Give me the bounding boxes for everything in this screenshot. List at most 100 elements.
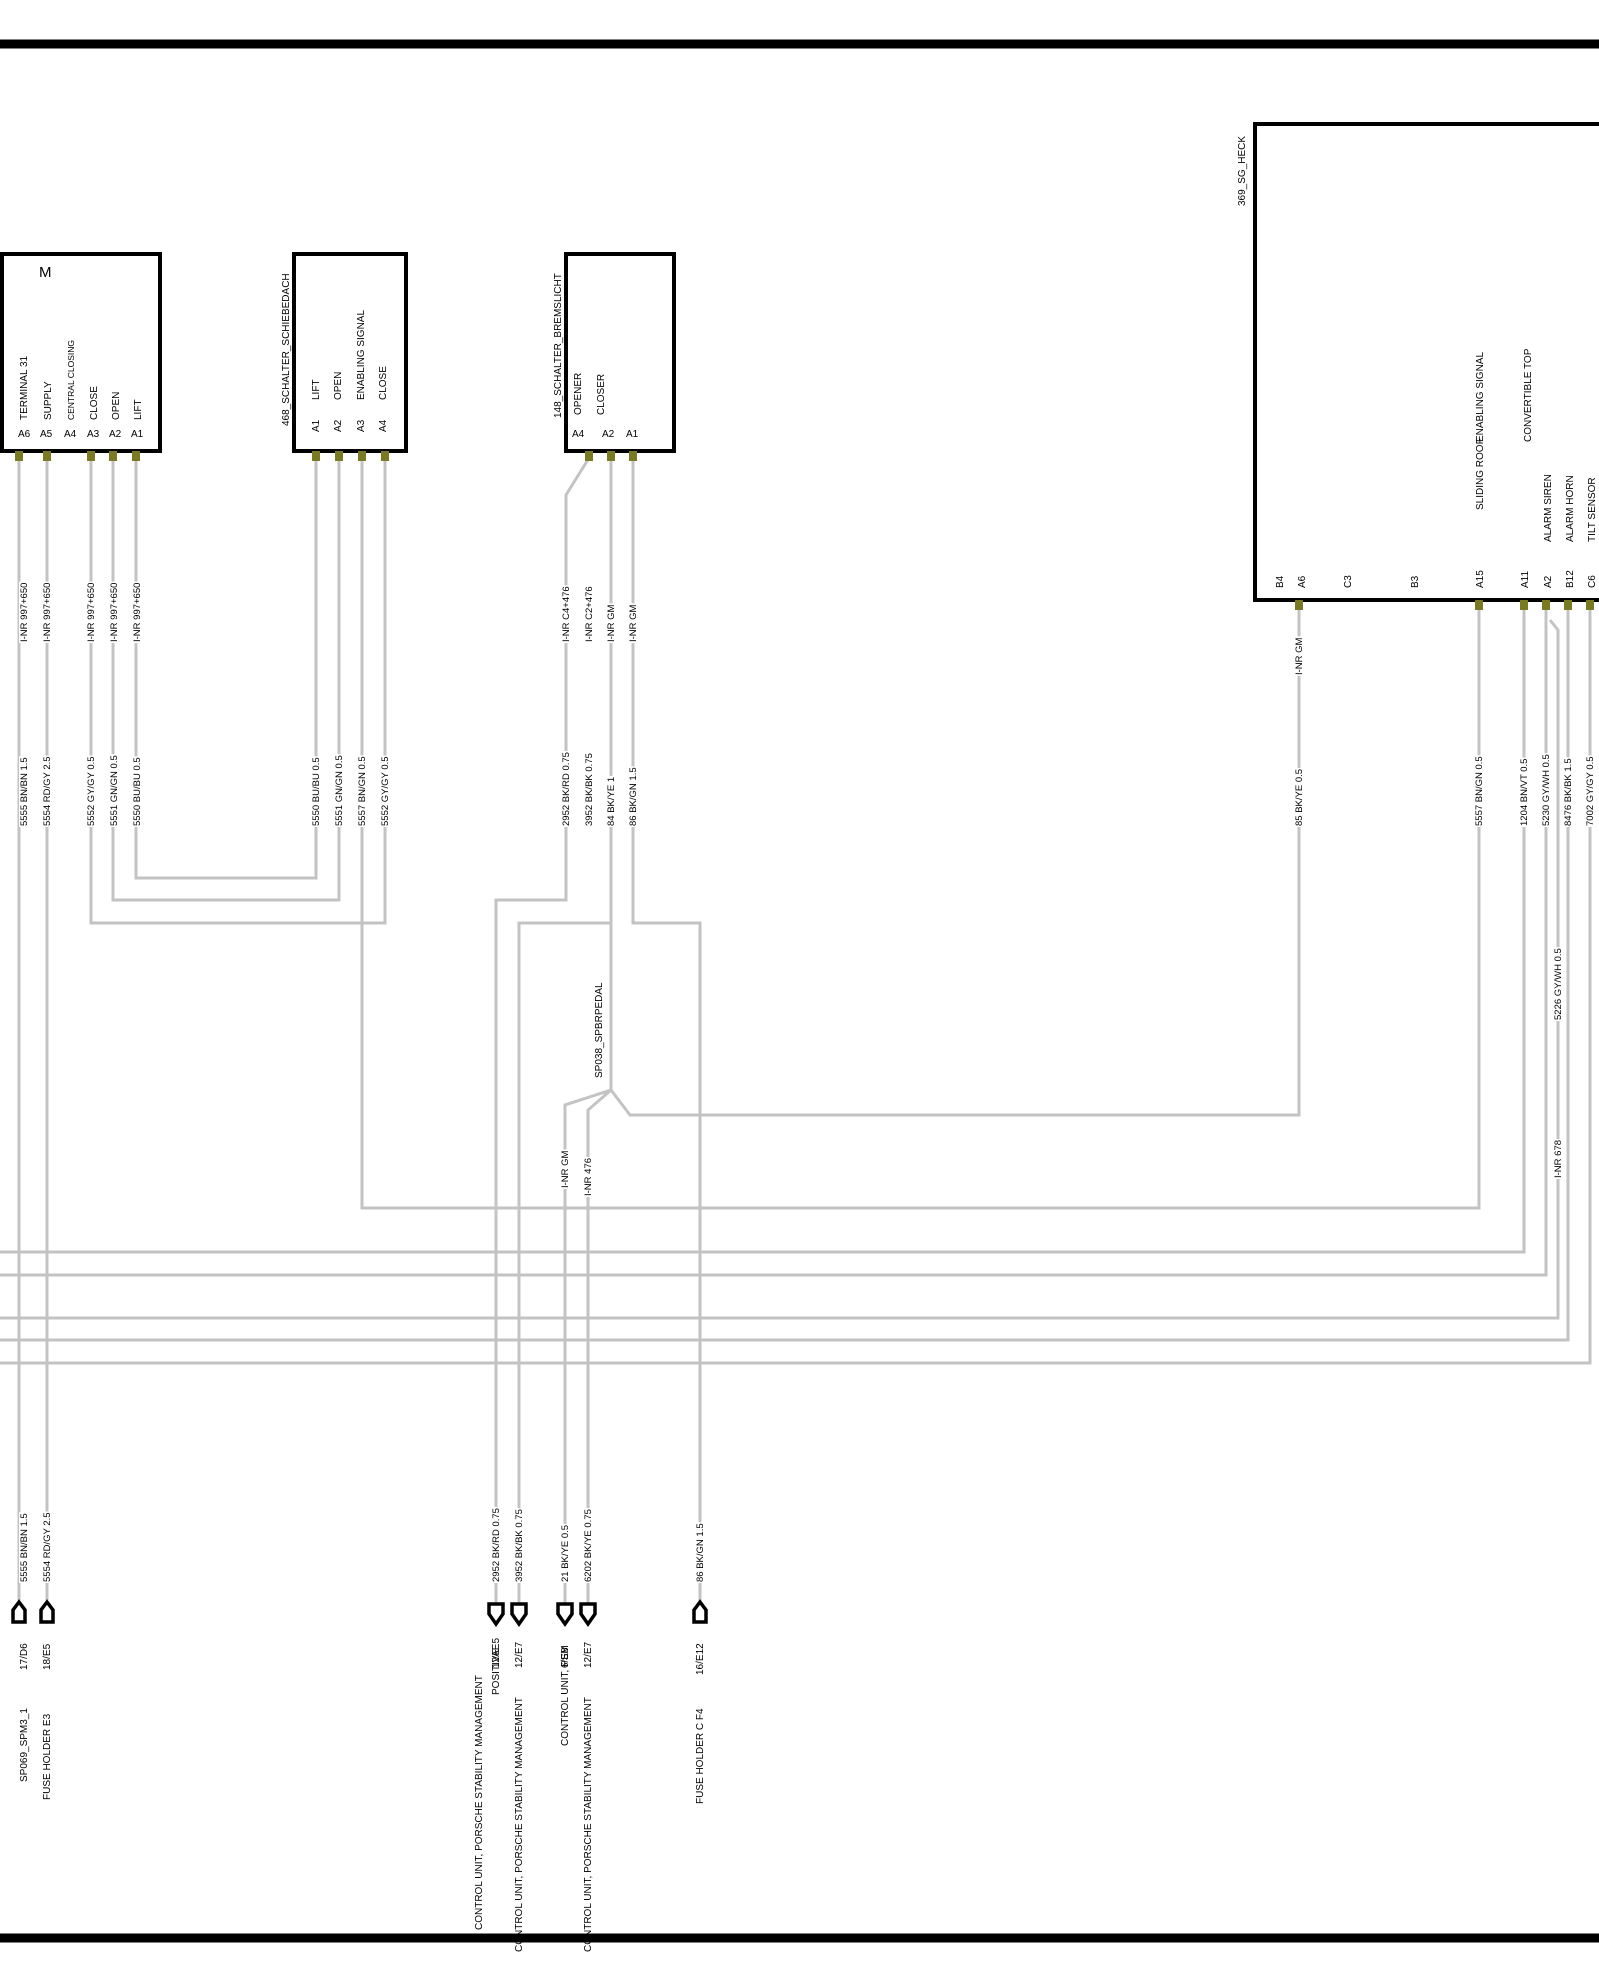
connector-desc: SP069_SPM3_1 [19,1708,30,1782]
motor-symbol: M [39,264,52,281]
motor-label-close: CLOSE [89,386,100,420]
wire-label: 21 BK/YE 0.5 [560,1525,571,1582]
wire-label: 3952 BK/BK 0.75 [514,1509,525,1582]
cu-label-alarm-horn: ALARM HORN [1565,475,1576,542]
cu-pin-b4: B4 [1275,575,1286,588]
switch-pin-a3: A3 [356,419,367,432]
wire-label: 5226 GY/WH 0.5 [1553,948,1564,1020]
cu-pin-a15: A15 [1475,570,1486,588]
switch-label-close: CLOSE [378,366,389,400]
motor-label-supply: SUPPLY [43,381,54,420]
wire-label: I-NR GM [1294,637,1305,675]
wire-label: 5554 RD/GY 2.5 [42,1512,53,1582]
wire-label: I-NR 997+650 [132,583,143,642]
wire-label: 5552 GY/GY 0.5 [86,756,97,826]
connector-up-icon [11,1599,27,1624]
switch-label-open: OPEN [333,372,344,400]
wire-label: 5555 BN/BN 1.5 [19,1513,30,1582]
wire-labels-mid: 5226 GY/WH 0.5 I-NR GM I-NR 476 I-NR 678 [560,947,1564,1197]
switch-sliding-roof: 468_SCHALTER_SCHIEBEDACH LIFT OPEN ENABL… [281,252,408,461]
cu-pin-c6: C6 [1587,575,1598,588]
cu-pin-a11: A11 [1520,571,1531,588]
motor-pin-a4: A4 [64,429,77,440]
wire-label: 6202 BK/YE 0.75 [583,1509,594,1582]
connector-down-icon [579,1602,597,1628]
motor-label-central-closing: CENTRAL CLOSING [66,340,76,420]
wire-label: I-NR GM [606,604,617,642]
control-unit-title: 369_SG_HECK [1237,136,1248,206]
brake-label-opener: OPENER [573,373,584,415]
wire-labels-top-inr: I-NR 997+650 I-NR 997+650 I-NR 997+650 I… [19,581,1305,676]
wire-label: I-NR GM [628,604,639,642]
motor-pin-a6: A6 [18,429,31,440]
cu-label-enabling-signal: ENABLING SIGNAL [1475,352,1486,442]
brake-light-switch: 148_SCHALTER_BREMSLICHT OPENER CLOSER A4… [553,252,676,461]
connector-desc: FUSE HOLDER E3 [42,1713,53,1800]
cu-label-alarm-siren: ALARM SIREN [1543,474,1554,542]
connector-desc: FUSE HOLDER C F4 [695,1708,706,1804]
wire-label: I-NR C2+476 [584,586,595,642]
switch-pin-a1: A1 [311,419,322,432]
motor-pin-a5: A5 [40,429,53,440]
wire-label: 5557 BN/GN 0.5 [357,756,368,826]
wire-label: 86 BK/GN 1.5 [695,1523,706,1582]
connector-ref: 6/E8 [560,1647,571,1668]
wire-label: 5551 GN/GN 0.5 [109,755,120,826]
wire-label: 5550 BU/BU 0.5 [132,757,143,826]
connector-desc: CONTROL UNIT, PSM [560,1645,571,1746]
wire-label: I-NR GM [560,1150,571,1188]
cu-pin-a2: A2 [1543,575,1554,588]
wire-label: 5230 GY/WH 0.5 [1541,754,1552,826]
connector-down-icon [556,1602,574,1628]
cu-label-tilt-sensor: TILT SENSOR [1587,477,1598,542]
wire-label: 5551 GN/GN 0.5 [334,755,345,826]
cu-pin-b12: B12 [1565,570,1576,588]
wire-label: 2952 BK/RD 0.75 [561,752,572,826]
wire-label: I-NR 997+650 [19,583,30,642]
wire-label: I-NR 476 [583,1158,594,1196]
connector-symbols [11,1599,708,1628]
switch-pin-a2: A2 [333,419,344,432]
brake-pin-a1: A1 [626,429,639,440]
connector-desc: CONTROL UNIT, PORSCHE STABILITY MANAGEME… [583,1697,594,1952]
wire-label: I-NR 678 [1553,1140,1564,1178]
wire-label: 84 BK/YE 1 [606,777,617,826]
connector-descriptions: SP069_SPM3_1 FUSE HOLDER E3 CONTROL UNIT… [19,1645,706,1952]
cu-label-convertible-top: CONVERTIBLE TOP [1523,348,1534,442]
connector-ref: 12AE5 [491,1638,502,1668]
wire-label: 3952 BK/BK 0.75 [584,753,595,826]
brake-label-closer: CLOSER [596,374,607,415]
wire-label: 1204 BN/VT 0.5 [1519,759,1530,826]
connector-desc: POSITIVE [491,1649,502,1695]
wire-label: 7002 GY/GY 0.5 [1585,756,1596,826]
wire-label: I-NR 997+650 [86,583,97,642]
motor-label-open: OPEN [111,392,122,420]
wire-label: I-NR C4+476 [561,586,572,642]
motor-label-terminal31: TERMINAL 31 [19,355,30,420]
connector-desc: CONTROL UNIT, PORSCHE STABILITY MANAGEME… [474,1675,485,1930]
brake-switch-title: 148_SCHALTER_BREMSLICHT [553,273,564,418]
wire-label: 85 BK/YE 0.5 [1294,769,1305,826]
wire-label: 5554 RD/GY 2.5 [42,756,53,826]
connector-desc: CONTROL UNIT, PORSCHE STABILITY MANAGEME… [514,1697,525,1952]
cu-label-sliding-roof: SLIDING ROOF [1475,438,1486,510]
motor-pin-a2: A2 [109,429,122,440]
wires [0,457,1592,1613]
switch-pin-a4: A4 [378,419,389,432]
cu-pin-b3: B3 [1410,575,1421,588]
connector-up-icon [39,1599,55,1624]
motor-component: M TERMINAL 31 SUPPLY CENTRAL CLOSING CLO… [0,252,162,461]
switch-label-lift: LIFT [311,379,322,400]
motor-pin-a1: A1 [131,429,144,440]
wire-label: 5557 BN/GN 0.5 [1474,756,1485,826]
connector-ref: 12/E7 [583,1641,594,1668]
connector-down-icon [487,1602,505,1628]
motor-label-lift: LIFT [133,399,144,420]
wire-label: 5555 BN/BN 1.5 [19,757,30,826]
connector-down-icon [510,1602,528,1628]
wire-label: 86 BK/GN 1.5 [628,767,639,826]
cu-pin-a6: A6 [1297,575,1308,588]
connector-refs: 17/D6 18/E5 12AE5 12/E7 6/E8 12/E7 16/E1… [19,1638,706,1675]
wire-labels-bottom: 5555 BN/BN 1.5 5554 RD/GY 2.5 2952 BK/RD… [19,1507,706,1583]
